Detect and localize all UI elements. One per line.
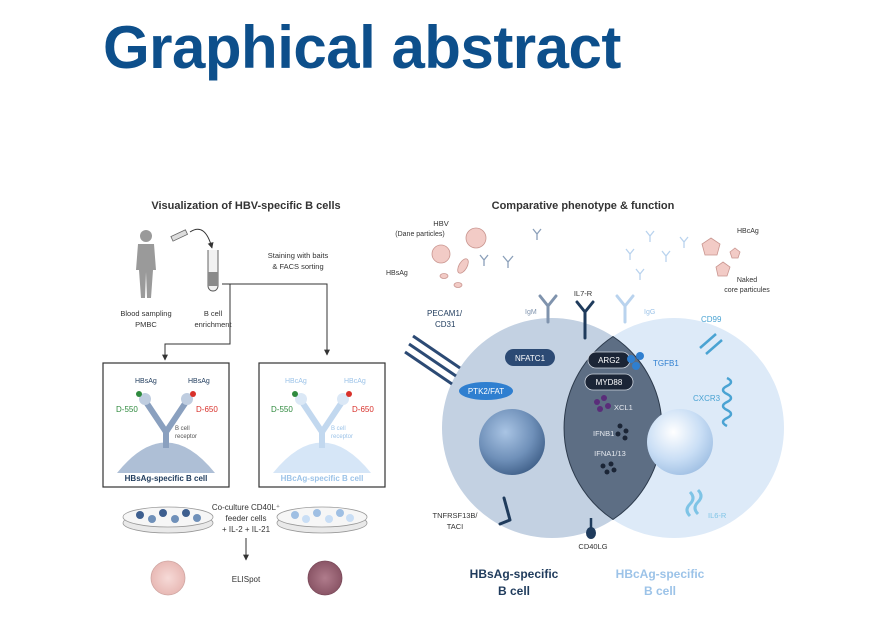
tnfrsf13b-label: TNFRSF13B/ xyxy=(432,511,478,520)
page-title: Graphical abstract xyxy=(103,14,621,81)
coculture-label-2: feeder cells xyxy=(226,514,267,523)
blood-sampling-label: Blood sampling xyxy=(120,309,171,318)
syringe-icon xyxy=(170,229,189,242)
hbsag-box-caption: HBsAg-specific B cell xyxy=(125,474,208,483)
ptk2-badge xyxy=(459,382,513,400)
tgfb1-label: TGFB1 xyxy=(653,359,679,368)
culture-dish-left xyxy=(122,506,214,534)
igm-receptor-icon xyxy=(538,294,558,324)
hbcag-box-dye-left: D-550 xyxy=(271,405,293,414)
il6r-receptor-icon xyxy=(685,488,703,518)
cd40lg-receptor-icon xyxy=(586,518,596,539)
enrichment-label: enrichment xyxy=(194,320,232,329)
hbcag-box-receptor-line1: B cell xyxy=(331,426,346,432)
ifnb1-dots xyxy=(615,423,629,441)
hbv-particles xyxy=(431,227,487,288)
hbcag-box-antigen-right: HBcAg xyxy=(344,378,366,385)
ptk2-label: PTK2/FAT xyxy=(468,387,504,396)
hbsag-cell-caption-line1: HBsAg-specific xyxy=(470,567,559,581)
pmbc-label: PMBC xyxy=(135,320,157,329)
hbv-label: HBV xyxy=(433,219,448,228)
pecam1-receptor-icon xyxy=(404,334,461,386)
b-cell-label: B cell xyxy=(204,309,223,318)
elispot-well-positive xyxy=(307,560,343,596)
il6r-label: IL6-R xyxy=(708,511,727,520)
elispot-label: ELISpot xyxy=(232,575,261,584)
right-panel-title: Comparative phenotype & function xyxy=(492,200,675,212)
hbcag-b-cell-illustration xyxy=(273,391,371,473)
xcl1-dots xyxy=(594,395,611,412)
left-panel-title: Visualization of HBV-specific B cells xyxy=(151,200,340,212)
tgfb1-dots xyxy=(627,352,644,370)
xcl1-label: XCL1 xyxy=(614,403,633,412)
myd88-label: MYD88 xyxy=(596,378,623,387)
sorting-connector xyxy=(162,283,330,361)
hbsag-box-antigen-left: HBsAg xyxy=(135,378,157,385)
transfer-arrow xyxy=(189,228,214,249)
hbcag-particles-label: HBcAg xyxy=(737,228,759,235)
cd40lg-label: CD40LG xyxy=(578,542,607,551)
hbcag-cell-nucleus xyxy=(647,409,713,475)
hbcag-cell-caption-line2: B cell xyxy=(644,584,676,598)
ifna-label: IFNA1/13 xyxy=(594,449,626,458)
coculture-label-1: Co-culture CD40L⁺ xyxy=(212,503,280,512)
nfatc1-badge xyxy=(505,349,555,366)
hbcag-box-antigen-left: HBcAg xyxy=(285,378,307,385)
hbcag-box-dye-right: D-650 xyxy=(352,405,374,414)
pecam1-label: PECAM1/ xyxy=(427,309,463,318)
antibody-icons-light xyxy=(625,230,689,280)
cd99-label: CD99 xyxy=(701,315,722,324)
hbsag-cell-caption-line2: B cell xyxy=(498,584,530,598)
taci-label: TACI xyxy=(447,522,464,531)
il7r-receptor-icon xyxy=(575,300,595,340)
hbsag-box-receptor-line2: receptor xyxy=(175,434,197,440)
antibody-icons-dark xyxy=(479,228,542,268)
il7r-label: IL7-R xyxy=(574,289,593,298)
coculture-label-3: + IL-2 + IL-21 xyxy=(222,525,271,534)
staining-label: Staining with baits xyxy=(268,251,329,260)
arg2-label: ARG2 xyxy=(598,356,620,365)
dane-particles-label: (Dane particles) xyxy=(395,231,444,238)
tnfrsf13b-receptor-icon xyxy=(498,496,512,526)
igg-label: IgG xyxy=(644,309,655,316)
hbsag-box-dye-left: D-550 xyxy=(116,405,138,414)
hbsag-box-antigen-right: HBsAg xyxy=(188,378,210,385)
cd31-label: CD31 xyxy=(435,320,456,329)
facs-label: & FACS sorting xyxy=(272,262,323,271)
ifnb1-label: IFNB1 xyxy=(593,429,614,438)
hbcag-box-receptor-line2: receptor xyxy=(331,434,353,440)
hbcag-box-caption: HBcAg-specific B cell xyxy=(281,474,364,483)
hbsag-box-dye-right: D-650 xyxy=(196,405,218,414)
igg-receptor-icon xyxy=(615,294,635,324)
hbsag-cell-nucleus xyxy=(479,409,545,475)
elispot-well-negative xyxy=(150,560,186,596)
hbcag-cell-caption-line1: HBcAg-specific xyxy=(616,567,705,581)
hbsag-box-receptor-line1: B cell xyxy=(175,426,190,432)
hbsag-b-cell-illustration xyxy=(117,391,215,473)
myd88-badge xyxy=(584,373,634,391)
test-tube-icon xyxy=(207,250,219,292)
naked-core-particles xyxy=(701,237,741,277)
hbsag-particles-label: HBsAg xyxy=(386,270,408,277)
person-icon xyxy=(136,230,156,298)
core-particules-label: core particules xyxy=(724,287,770,294)
nfatc1-label: NFATC1 xyxy=(515,354,546,363)
cd99-receptor-icon xyxy=(699,333,723,355)
naked-label: Naked xyxy=(737,277,757,284)
igm-label: IgM xyxy=(525,309,537,316)
cxcr3-label: CXCR3 xyxy=(693,394,721,403)
ifna-dots xyxy=(600,461,617,475)
cxcr3-receptor-icon xyxy=(721,376,733,428)
culture-dish-right xyxy=(276,506,368,534)
